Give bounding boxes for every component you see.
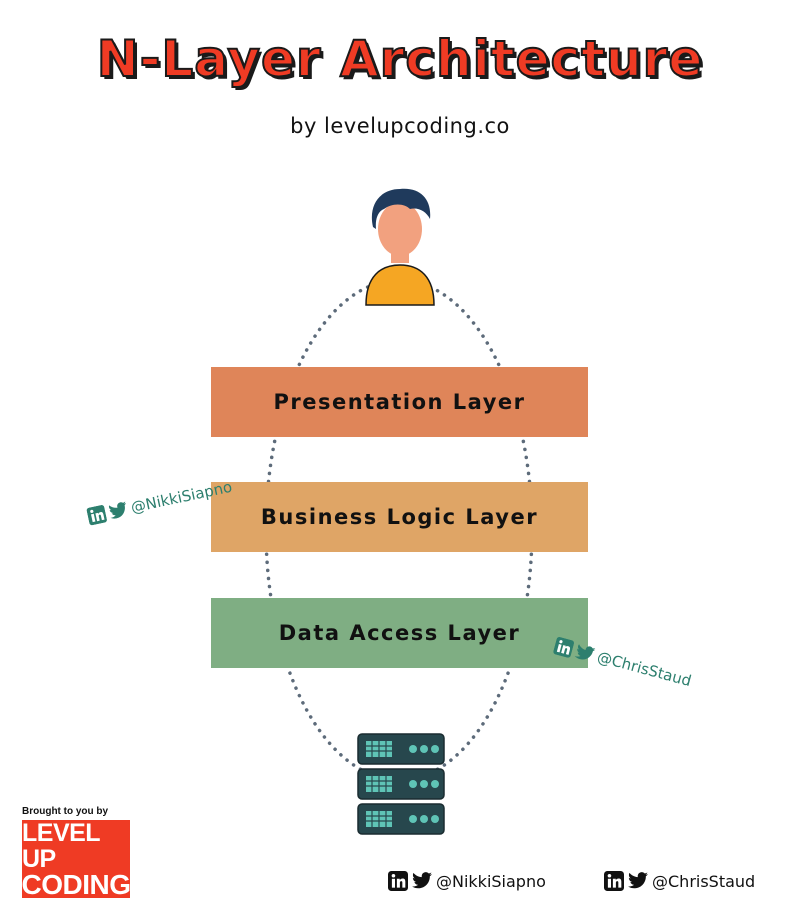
linkedin-icon	[86, 505, 107, 526]
footer-handle-nikki-text: @NikkiSiapno	[436, 871, 546, 891]
database-server-icon	[357, 733, 445, 835]
business-logic-layer-label: Business Logic Layer	[260, 505, 539, 529]
logo-line-1: LEVEL UP	[22, 819, 100, 873]
linkedin-icon	[388, 871, 408, 891]
twitter-icon	[628, 872, 648, 889]
data-access-layer-label: Data Access Layer	[278, 621, 521, 645]
twitter-icon	[108, 501, 126, 519]
brought-to-you-label: Brought to you by	[22, 806, 109, 817]
page-subtitle: by levelupcoding.co	[290, 114, 510, 138]
user-avatar-icon	[365, 188, 435, 306]
page-title: N-Layer Architecture	[96, 29, 704, 89]
presentation-layer-box: Presentation Layer	[211, 367, 588, 437]
data-access-layer-box: Data Access Layer	[211, 598, 588, 668]
logo-line-2: CODING	[21, 869, 132, 900]
linkedin-icon	[553, 636, 575, 658]
twitter-icon	[412, 872, 432, 889]
footer-handle-chris: @ChrisStaud	[604, 871, 755, 891]
footer-handle-nikki: @NikkiSiapno	[388, 871, 546, 891]
level-up-coding-logo: LEVEL UP CODING	[21, 819, 132, 900]
presentation-layer-label: Presentation Layer	[273, 390, 526, 414]
watermark-right: @ChrisStaud	[553, 636, 693, 690]
twitter-icon	[574, 643, 596, 660]
business-logic-layer-box: Business Logic Layer	[211, 482, 588, 552]
linkedin-icon	[604, 871, 624, 891]
footer-handle-chris-text: @ChrisStaud	[652, 871, 756, 891]
watermark-left: @NikkiSiapno	[86, 478, 234, 526]
